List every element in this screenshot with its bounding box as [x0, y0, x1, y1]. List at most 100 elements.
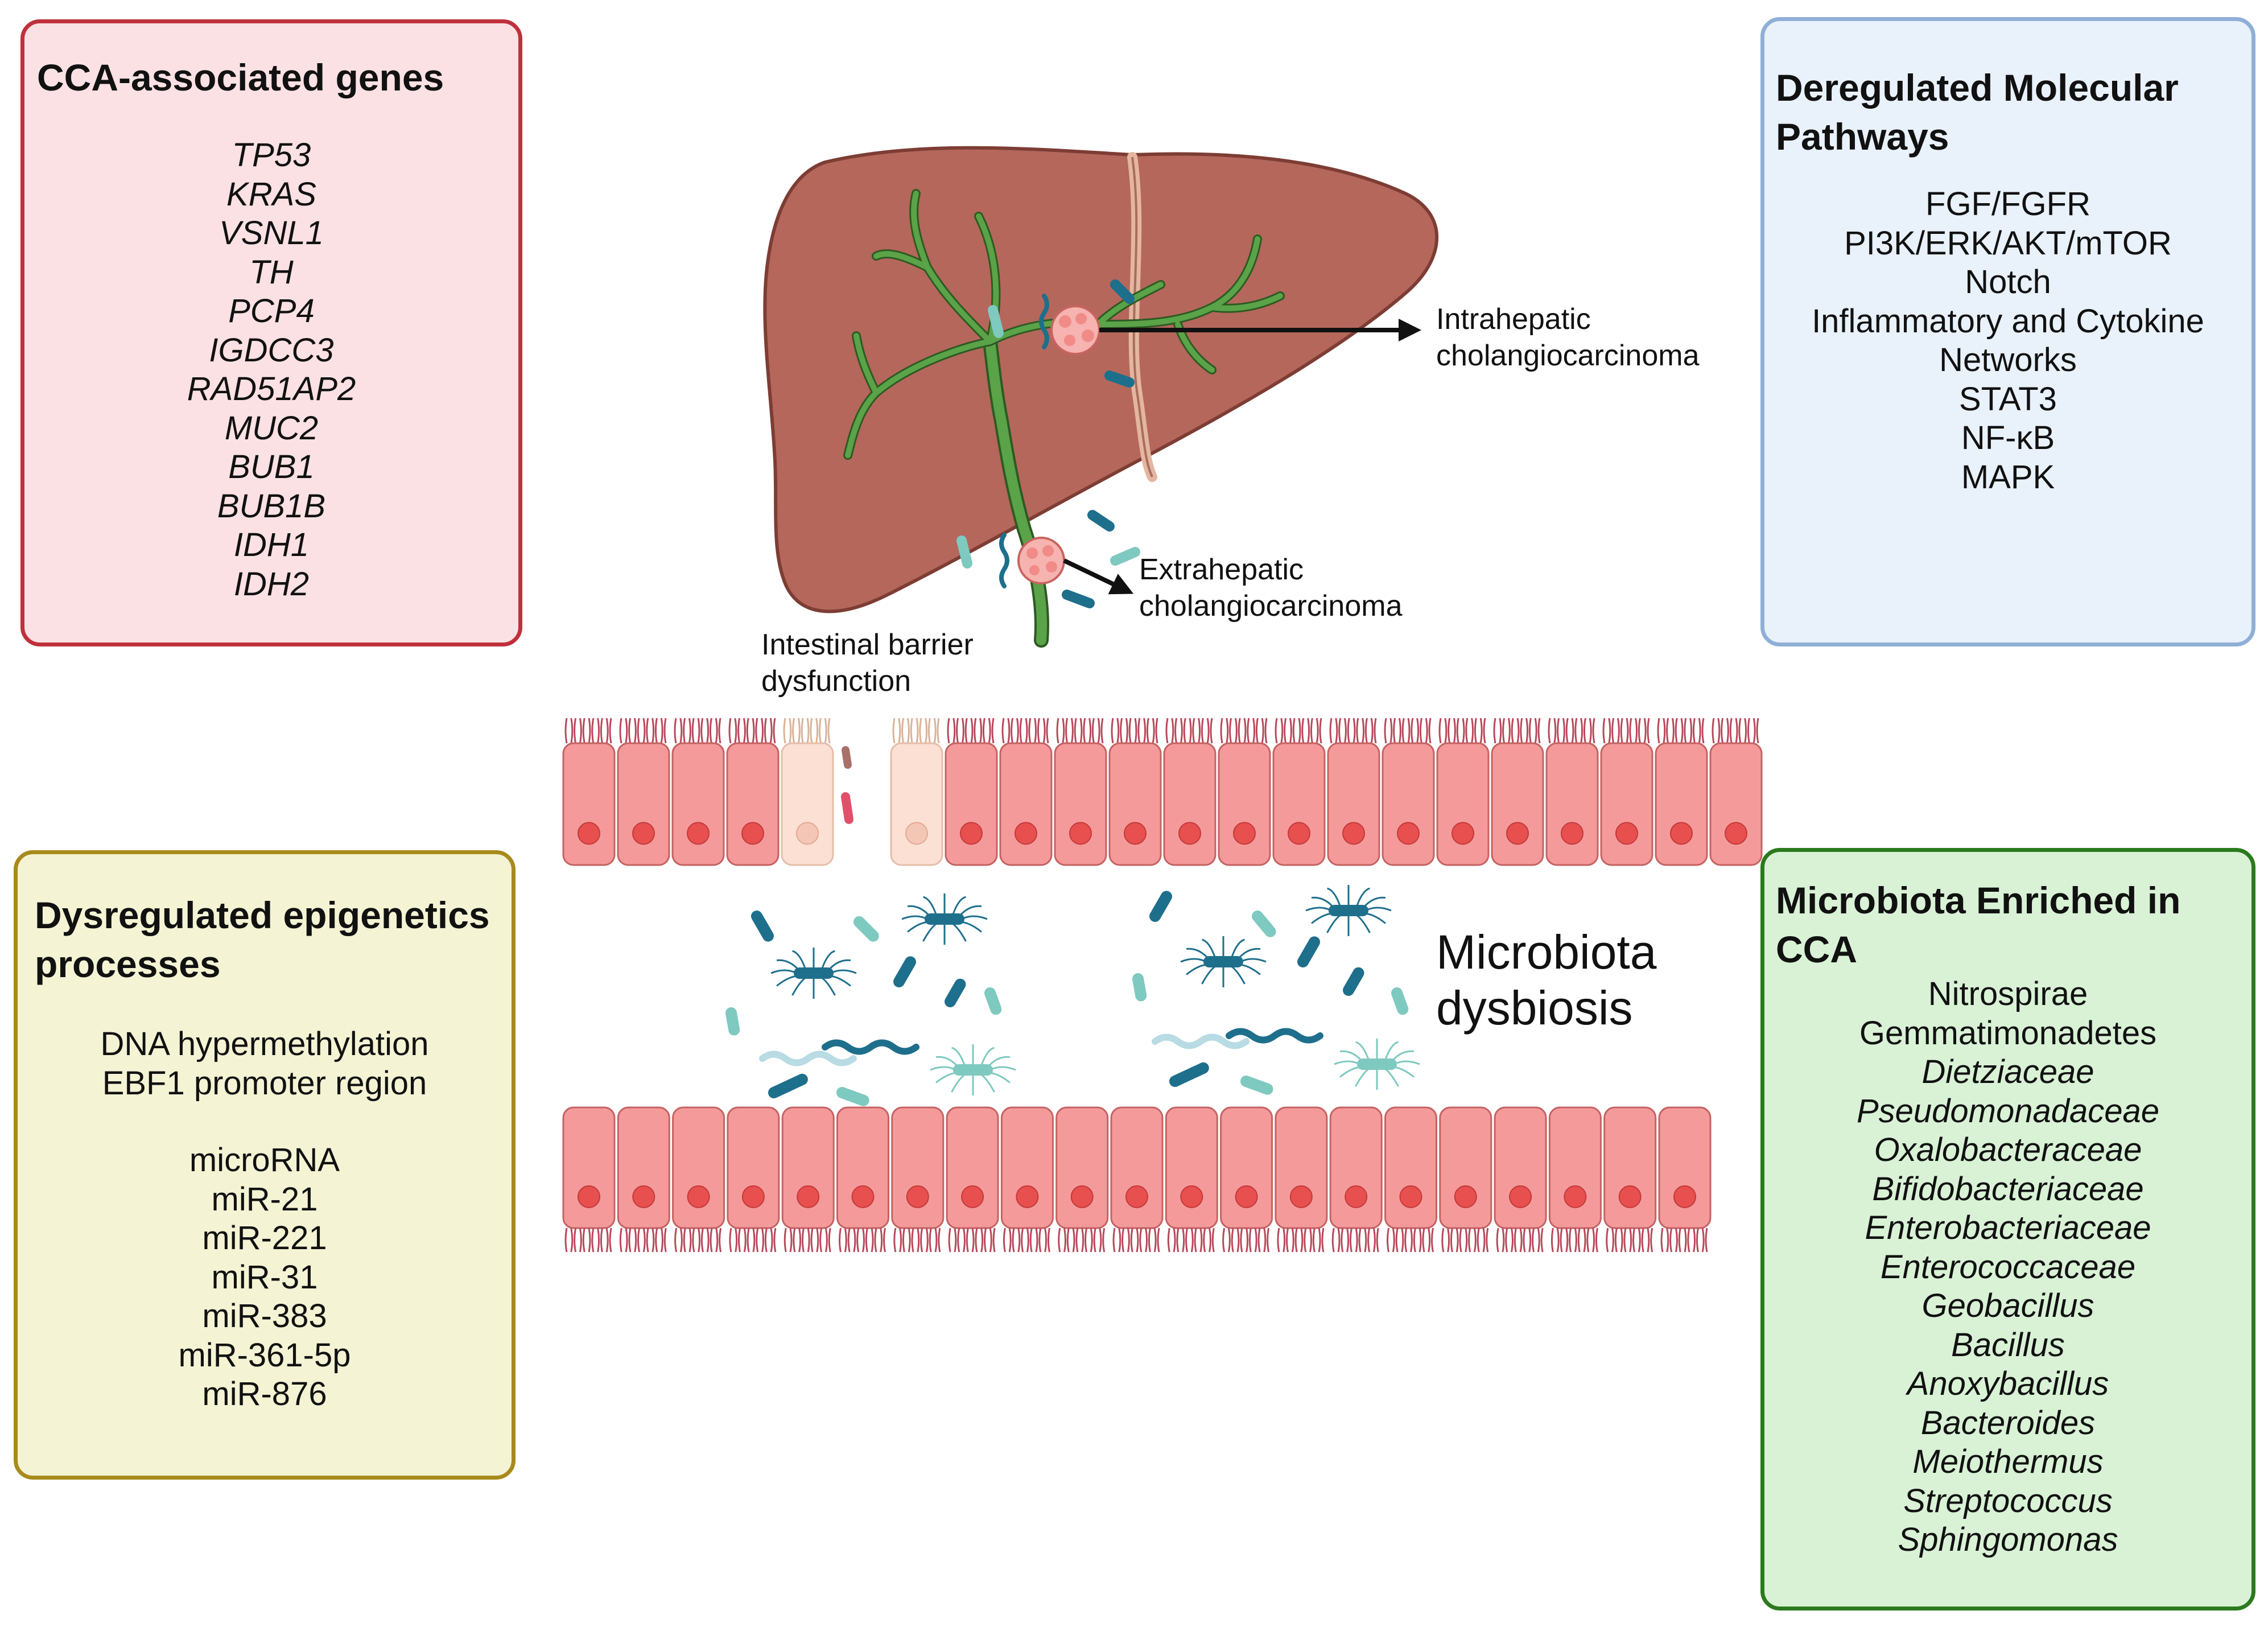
epithelial-cell [617, 1106, 670, 1229]
epithelial-cell [1545, 742, 1599, 866]
microvillus [574, 718, 577, 744]
microvillus [710, 1228, 713, 1253]
rod-bacterium [1169, 1062, 1209, 1087]
microvillus [591, 1228, 595, 1253]
microvillus [1047, 1228, 1050, 1253]
microvillus [1007, 718, 1011, 744]
microvillus [1194, 1228, 1197, 1253]
microvillus [937, 718, 940, 744]
epigenetics-title-line2: processes [35, 943, 221, 985]
rod-bacterium [1391, 987, 1409, 1015]
microvillus [1075, 1228, 1079, 1253]
microvillus [1128, 718, 1132, 744]
flagellum [961, 915, 988, 920]
flagellum [1334, 1060, 1360, 1065]
microrna-item: miR-383 [202, 1298, 327, 1335]
epithelial-cell [781, 742, 834, 866]
microvillus [770, 1228, 773, 1253]
flagellum [1311, 896, 1335, 908]
microvillus [1511, 1228, 1514, 1253]
flagellum [901, 915, 928, 920]
microvillus [1044, 1228, 1048, 1253]
microvillus [619, 1228, 622, 1253]
microvillus [1374, 718, 1377, 744]
microvillus [1387, 1228, 1389, 1253]
flagellum [1202, 938, 1216, 957]
microvillus [1471, 718, 1474, 744]
microvillus [1319, 718, 1322, 744]
microvillus [982, 718, 985, 744]
microvillus [1003, 1228, 1006, 1253]
microvillus [1227, 1228, 1231, 1253]
microvillus [892, 718, 896, 744]
microbe-item: Geobacillus [1921, 1287, 2094, 1324]
microvillus [1267, 1228, 1270, 1253]
microvillus [654, 718, 658, 744]
microvillus [1247, 718, 1250, 744]
microvillus [1666, 718, 1669, 744]
microvillus [1557, 718, 1560, 744]
genes-title: CCA-associated genes [37, 56, 444, 98]
flagellated-bacterium [1329, 905, 1368, 916]
bottom-epithelium [562, 1106, 1712, 1229]
microvillus [1203, 1228, 1206, 1253]
microvillus [1675, 1228, 1678, 1253]
epithelial-cell [1494, 1106, 1547, 1229]
epithelial-cell [1600, 742, 1653, 866]
gene-item: IDH2 [233, 565, 310, 603]
epithelial-cell [1275, 1106, 1328, 1229]
microvillus [974, 718, 977, 744]
microvillus [1569, 1228, 1572, 1253]
microvillus [651, 718, 655, 744]
microvillus [1407, 718, 1411, 744]
microvillus [1198, 718, 1201, 744]
microvillus [1486, 1228, 1489, 1253]
microvillus [1318, 1228, 1321, 1253]
microvillus [1011, 718, 1014, 744]
rod-bacterium [836, 1087, 869, 1106]
microvillus [1428, 718, 1432, 744]
flagellated-bacterium [1357, 1058, 1397, 1070]
microvillus [806, 718, 810, 744]
microvillus [564, 718, 568, 744]
bottom-epithelium-microvilli [564, 1228, 1708, 1253]
microvillus [1574, 1228, 1577, 1253]
flagellum [1201, 966, 1215, 985]
microvillus [1479, 718, 1483, 744]
microvillus [1721, 718, 1724, 744]
microvillus [925, 1228, 929, 1253]
microvillus [925, 718, 928, 744]
microvillus [1367, 1228, 1371, 1253]
microvillus [1255, 718, 1259, 744]
microvillus [1165, 718, 1169, 744]
microvillus [1185, 1228, 1188, 1253]
microvillus [929, 1228, 932, 1253]
microvillus [1201, 718, 1204, 744]
microvillus [1074, 718, 1077, 744]
microvillus [947, 718, 950, 744]
top-epithelium [562, 742, 1763, 866]
microvillus [1284, 718, 1287, 744]
flagellum [1339, 1050, 1363, 1062]
microvillus [902, 1228, 905, 1253]
microvillus [989, 1228, 992, 1253]
microvillus [1623, 1228, 1627, 1253]
gene-item: TP53 [232, 137, 311, 174]
cell-nucleus [1509, 1185, 1532, 1208]
microvillus [1146, 718, 1149, 744]
microvillus [1465, 1228, 1468, 1253]
microvillus [761, 718, 764, 744]
pathway-item: STAT3 [1959, 380, 2057, 418]
microvillus [1081, 1228, 1084, 1253]
microvillus [1468, 1228, 1471, 1253]
extrahepatic-label-line1: Extrahepatic [1139, 553, 1304, 586]
microvillus [1063, 1228, 1066, 1253]
microvillus [1580, 718, 1584, 744]
microvillus [1289, 718, 1292, 744]
epithelial-cell [1108, 742, 1162, 866]
microvillus [743, 1228, 747, 1253]
microvillus [1372, 1228, 1376, 1253]
